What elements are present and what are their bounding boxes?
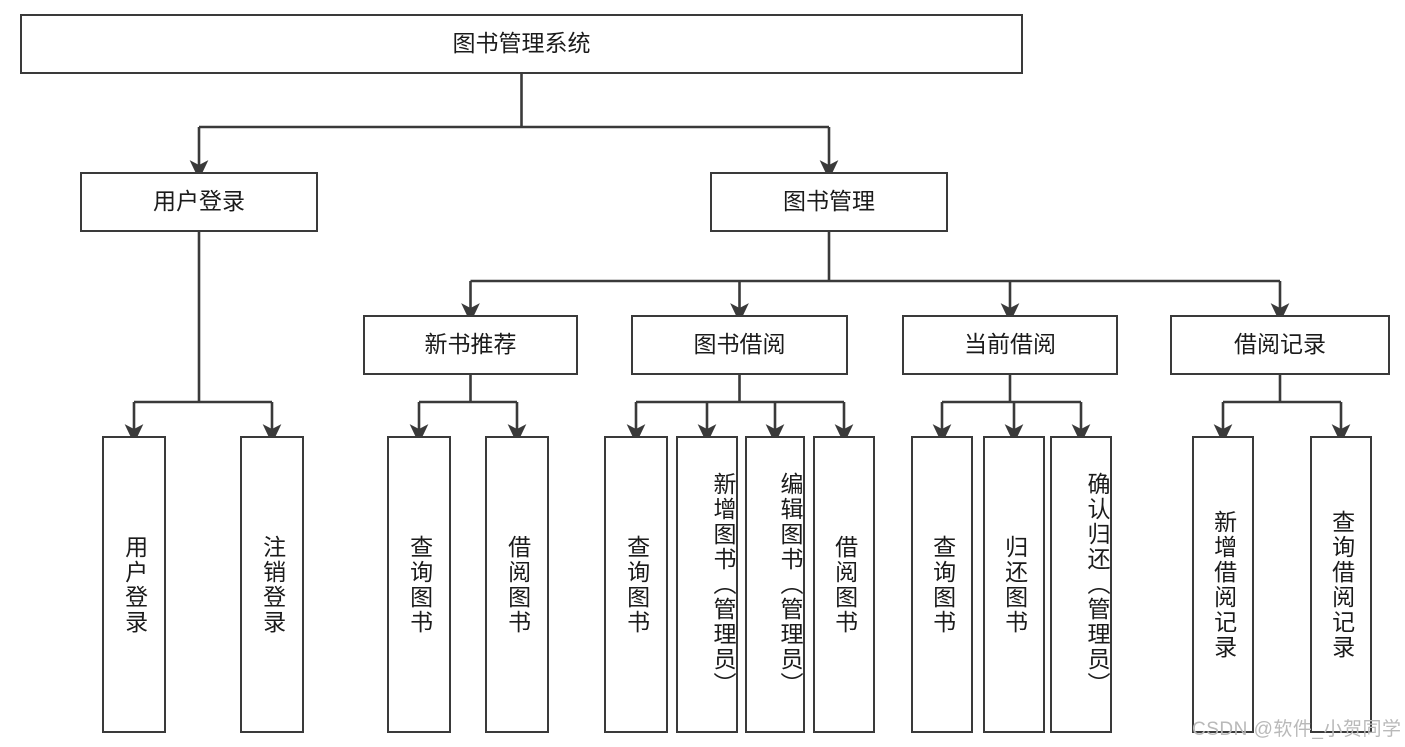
node-label-new-book-recommend: 新书推荐 (424, 331, 517, 358)
node-label-root: 图书管理系统 (452, 30, 591, 57)
node-leaf-borrow-book-1[interactable]: 借阅图书 (485, 436, 549, 733)
node-new-book-recommend[interactable]: 新书推荐 (363, 315, 578, 375)
node-root[interactable]: 图书管理系统 (20, 14, 1023, 74)
node-leaf-query-borrow-record[interactable]: 查询借阅记录 (1310, 436, 1372, 733)
node-borrow-record[interactable]: 借阅记录 (1170, 315, 1390, 375)
node-current-borrow[interactable]: 当前借阅 (902, 315, 1118, 375)
node-leaf-confirm-return[interactable]: 确认归还（管理员） (1050, 436, 1112, 733)
node-label-leaf-query-book-2: 查询图书 (623, 534, 650, 635)
node-book-borrow[interactable]: 图书借阅 (631, 315, 848, 375)
csdn-watermark: CSDN @软件_小贺同学 (1192, 719, 1402, 740)
node-label-leaf-query-borrow-record: 查询借阅记录 (1328, 509, 1355, 660)
node-label-leaf-query-book-3: 查询图书 (929, 534, 956, 635)
node-leaf-borrow-book-2[interactable]: 借阅图书 (813, 436, 875, 733)
node-user-login[interactable]: 用户登录 (80, 172, 318, 232)
node-label-leaf-borrow-book-2: 借阅图书 (831, 534, 858, 635)
node-label-leaf-borrow-book-1: 借阅图书 (504, 534, 531, 635)
node-label-current-borrow: 当前借阅 (964, 331, 1056, 358)
node-leaf-logout[interactable]: 注销登录 (240, 436, 304, 733)
node-label-leaf-add-book: 新增图书（管理员） (710, 472, 736, 697)
node-leaf-user-login[interactable]: 用户登录 (102, 436, 166, 733)
node-label-leaf-edit-book: 编辑图书（管理员） (777, 472, 803, 697)
node-leaf-add-book[interactable]: 新增图书（管理员） (676, 436, 738, 733)
node-label-leaf-query-book-1: 查询图书 (406, 534, 433, 635)
node-label-leaf-logout: 注销登录 (259, 534, 286, 635)
node-label-book-borrow: 图书借阅 (693, 331, 786, 358)
node-label-leaf-add-borrow-record: 新增借阅记录 (1210, 509, 1237, 660)
node-label-user-login: 用户登录 (153, 188, 245, 215)
node-label-leaf-confirm-return: 确认归还（管理员） (1084, 472, 1110, 697)
node-label-book-manage: 图书管理 (783, 188, 875, 215)
node-leaf-add-borrow-record[interactable]: 新增借阅记录 (1192, 436, 1254, 733)
node-label-leaf-return-book: 归还图书 (1001, 534, 1028, 635)
node-label-leaf-user-login: 用户登录 (121, 534, 148, 635)
node-leaf-query-book-1[interactable]: 查询图书 (387, 436, 451, 733)
node-leaf-return-book[interactable]: 归还图书 (983, 436, 1045, 733)
node-label-borrow-record: 借阅记录 (1234, 331, 1326, 358)
node-leaf-edit-book[interactable]: 编辑图书（管理员） (745, 436, 805, 733)
node-leaf-query-book-3[interactable]: 查询图书 (911, 436, 973, 733)
node-leaf-query-book-2[interactable]: 查询图书 (604, 436, 668, 733)
node-book-manage[interactable]: 图书管理 (710, 172, 948, 232)
